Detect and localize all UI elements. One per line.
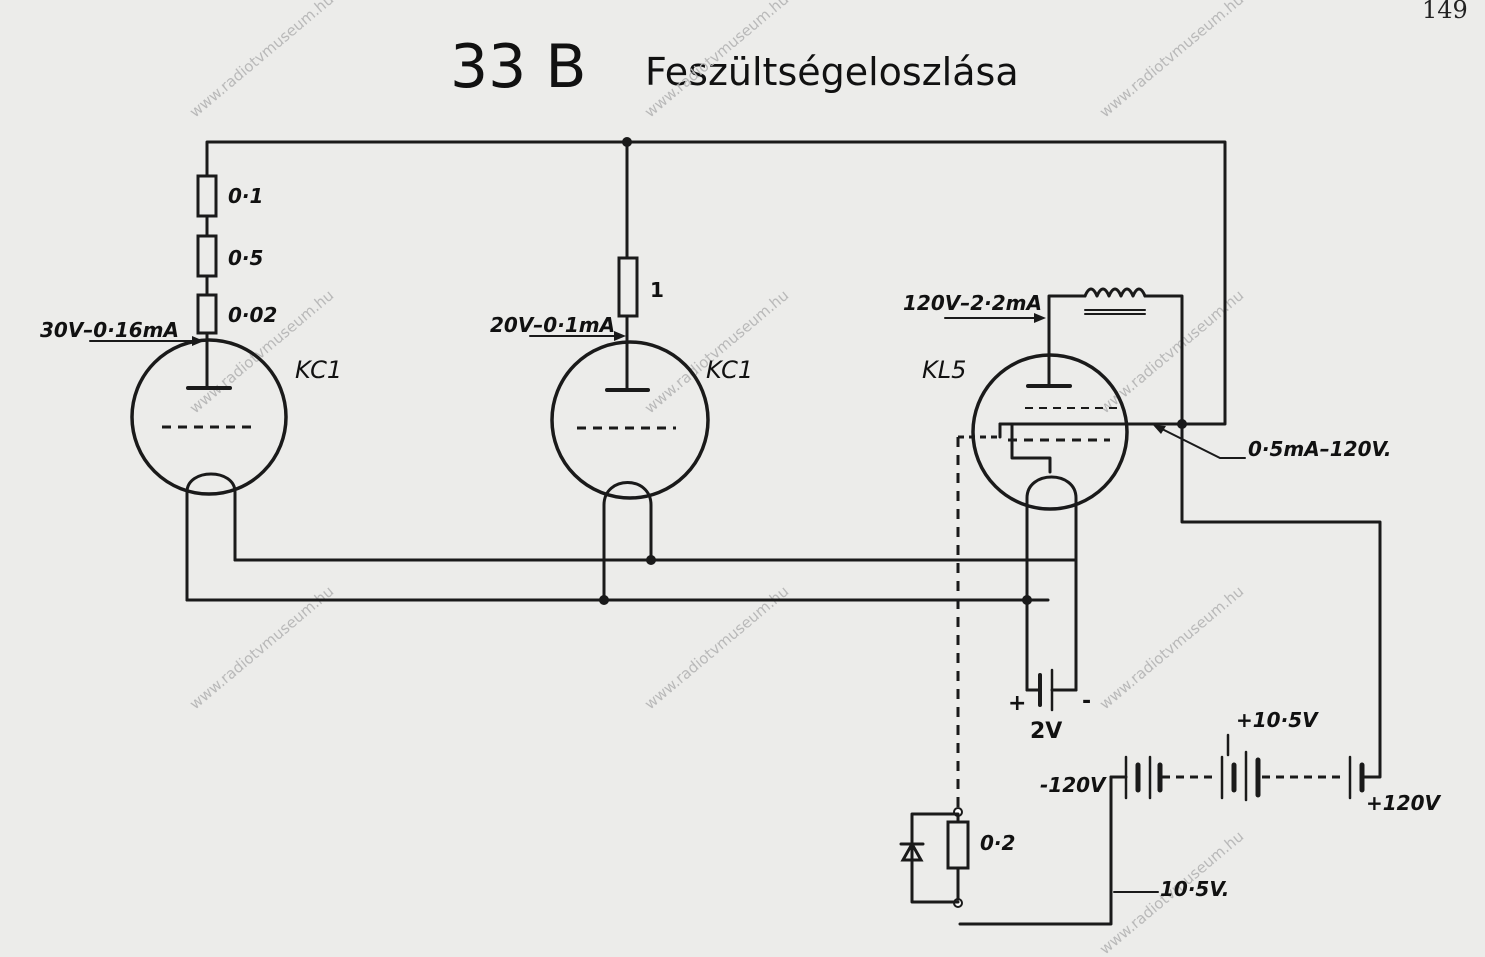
supply-rail [205, 137, 1227, 426]
rectifier-diode [900, 840, 924, 862]
resistor-r2 [196, 234, 218, 278]
anode-voltage-3: 120V–2·2mA [903, 291, 1042, 315]
tube-2-label: KC1 [706, 356, 753, 384]
resistor-r5-label: 0·2 [980, 831, 1015, 855]
title-text: Feszültségeloszlása [645, 50, 1019, 94]
tube-2: 1 20V–0·1mA KC1 [490, 256, 753, 602]
inductor-coil [1083, 287, 1147, 298]
resistor-r1 [196, 174, 218, 218]
tube-1-label: KC1 [295, 356, 342, 384]
watermark: www.radiotvmuseum.hu [1096, 0, 1247, 121]
tube-3-label: KL5 [922, 356, 966, 384]
heater-battery-label: 2V [1030, 719, 1062, 744]
heater-minus: - [1082, 689, 1091, 714]
bias-annotation: 10·5V. [1160, 877, 1229, 901]
watermark: www.radiotvmuseum.hu [186, 0, 337, 121]
battery-minus120: -120V [1040, 773, 1107, 797]
watermark: www.radiotvmuseum.hu [641, 582, 792, 713]
watermark: www.radiotvmuseum.hu [1096, 582, 1247, 713]
resistor-r3 [196, 293, 218, 335]
battery-plus10-5: +10·5V [1236, 708, 1319, 732]
title-number: 33 B [450, 32, 587, 102]
battery-plus120: +120V [1366, 791, 1442, 815]
watermark: www.radiotvmuseum.hu [641, 286, 792, 417]
resistor-r4 [617, 256, 639, 318]
resistor-r1-label: 0·1 [228, 184, 263, 208]
heater-plus: + [1008, 691, 1026, 716]
anode-voltage-2: 20V–0·1mA [490, 313, 615, 337]
anode-voltage-1: 30V–0·16mA [40, 318, 179, 342]
heater-battery: + - 2V [1008, 618, 1091, 744]
resistor-r2-label: 0·5 [228, 246, 263, 270]
tube-envelope [130, 338, 288, 496]
tube-1: 0·1 0·5 0·02 30V–0·16mA KC1 [40, 174, 342, 602]
tube-3: 120V–2·2mA KL5 0·5mA–120V. [903, 287, 1391, 692]
heater-buses [185, 555, 1078, 605]
screen-annotation: 0·5mA–120V. [1248, 437, 1391, 461]
tube-envelope [971, 353, 1129, 511]
bias-network: 0·2 10·5V. [899, 812, 1229, 904]
resistor-r4-label: 1 [650, 278, 664, 302]
resistor-r5 [946, 820, 970, 870]
page-number: 149 [1422, 0, 1468, 24]
grid-dashed-line [953, 435, 1000, 817]
tube-envelope [550, 340, 710, 500]
watermarks: www.radiotvmuseum.hu www.radiotvmuseum.h… [186, 0, 1247, 957]
resistor-r3-label: 0·02 [228, 303, 277, 327]
watermark: www.radiotvmuseum.hu [186, 582, 337, 713]
